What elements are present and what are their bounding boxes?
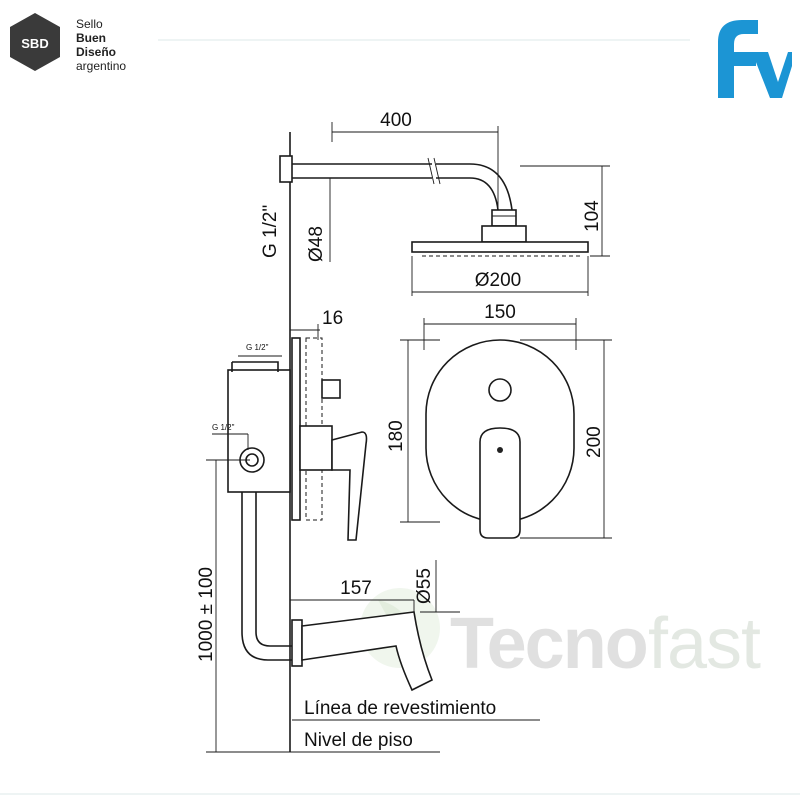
dim-arm-diameter: Ø48 — [306, 177, 338, 262]
dim-valve-thread-top-label: G 1/2" — [246, 343, 269, 352]
dim-valve-thread-top: G 1/2" — [238, 343, 282, 357]
dim-plate-depth-label: 16 — [322, 308, 343, 329]
sbd-line4: argentino — [76, 59, 126, 73]
finish-line-label: Línea de revestimiento — [304, 698, 496, 719]
sbd-line3: Diseño — [76, 45, 116, 59]
dim-head-height: 104 — [520, 165, 610, 257]
dim-plate-width-label: 150 — [484, 302, 516, 323]
dim-plate-height: 200 — [520, 339, 612, 539]
floor-level: Nivel de piso — [206, 730, 440, 753]
dim-head-diameter: Ø200 — [411, 256, 589, 296]
dim-install-height-label: 1000 ± 100 — [196, 567, 217, 662]
sbd-hexagon-icon — [10, 13, 60, 71]
dim-arm-diameter-label: Ø48 — [306, 226, 327, 262]
dim-plate-width: 150 — [423, 302, 577, 350]
dim-head-diameter-label: Ø200 — [475, 270, 521, 291]
dim-head-height-label: 104 — [582, 200, 603, 232]
sbd-line1: Sello — [76, 17, 103, 31]
sbd-badge: SBD Sello Buen Diseño argentino — [10, 13, 126, 73]
finish-line: Línea de revestimiento — [292, 698, 540, 721]
dim-valve-thread-side-label: G 1/2" — [212, 423, 235, 432]
dim-spout-length-label: 157 — [340, 578, 372, 599]
dim-arm-length-label: 400 — [380, 110, 412, 131]
dim-arm-length: 400 — [331, 110, 499, 210]
shower-arm — [279, 155, 527, 243]
mixing-valve-side — [227, 337, 368, 661]
sbd-line2: Buen — [76, 31, 106, 45]
diverter-knob-icon — [488, 378, 512, 402]
tub-spout — [291, 600, 434, 692]
dim-plate-depth: 16 — [290, 308, 343, 340]
dim-spout-length: 157 — [290, 578, 414, 601]
lever-mark-icon — [497, 447, 503, 453]
shower-head — [411, 241, 589, 257]
fv-logo-icon: fv — [718, 20, 792, 98]
dim-spout-diameter-label: Ø55 — [414, 568, 435, 604]
sbd-abbr: SBD — [21, 36, 48, 51]
dim-plate-height-inner-label: 180 — [386, 420, 407, 452]
dim-valve-thread-side: G 1/2" — [212, 423, 249, 450]
cover-plate-front — [425, 339, 575, 539]
dim-plate-height-label: 200 — [584, 426, 605, 458]
floor-level-label: Nivel de piso — [304, 730, 413, 751]
watermark-part2: fast — [648, 604, 761, 684]
watermark-part1: Tecno — [450, 604, 647, 684]
dim-spout-diameter: Ø55 — [414, 560, 460, 613]
dim-plate-height-inner: 180 — [386, 339, 440, 523]
dim-install-height: 1000 ± 100 — [196, 459, 250, 753]
dim-thread-top-label: G 1/2" — [260, 205, 281, 258]
